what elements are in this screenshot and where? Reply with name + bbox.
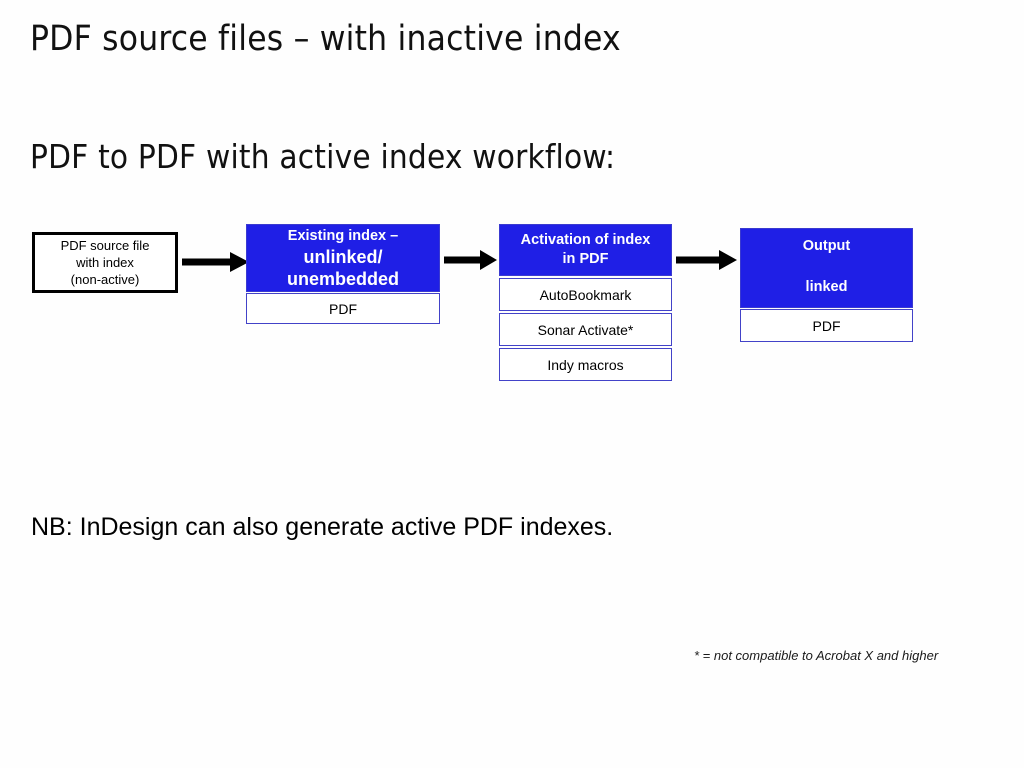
flow-box-existing-index: Existing index – unlinked/ unembedded PD…	[246, 224, 440, 324]
activation-header-line-1: Activation of index	[520, 232, 651, 248]
arrow-right-icon-activation-to-output	[676, 247, 738, 273]
existing-index-cell-pdf: PDF	[246, 293, 440, 324]
footnote-asterisk: * = not compatible to Acrobat X and high…	[694, 648, 939, 663]
activation-header: Activation of index in PDF	[499, 224, 672, 276]
existing-index-header-line-3: unembedded	[286, 269, 399, 289]
flow-box-output: Output linked PDF	[740, 228, 913, 342]
page-title: PDF source files – with inactive index	[30, 19, 621, 59]
activation-cell-indy-macros: Indy macros	[499, 348, 672, 381]
source-box-line-3: (non-active)	[70, 272, 140, 287]
output-header-line-1: Output	[802, 238, 851, 254]
activation-cell-sonar-activate: Sonar Activate*	[499, 313, 672, 346]
existing-index-header-line-2: unlinked/	[303, 247, 383, 267]
output-header-line-2: linked	[805, 279, 848, 295]
activation-header-line-2: in PDF	[562, 251, 609, 267]
arrow-right-icon-existing-to-activation	[444, 247, 498, 273]
activation-cell-autobookmark: AutoBookmark	[499, 278, 672, 311]
flow-box-pdf-source-file: PDF source file with index (non-active)	[32, 232, 178, 293]
existing-index-header-line-1: Existing index –	[287, 228, 399, 244]
output-header: Output linked	[740, 228, 913, 308]
source-box-line-1: PDF source file	[60, 238, 150, 253]
output-cell-pdf: PDF	[740, 309, 913, 342]
existing-index-header: Existing index – unlinked/ unembedded	[246, 224, 440, 292]
flow-box-activation-of-index: Activation of index in PDF AutoBookmark …	[499, 224, 672, 381]
arrow-right-icon-source-to-existing	[182, 249, 250, 275]
nb-note: NB: InDesign can also generate active PD…	[31, 513, 614, 541]
workflow-subtitle: PDF to PDF with active index workflow:	[30, 137, 616, 176]
source-box-line-2: with index	[76, 255, 134, 270]
